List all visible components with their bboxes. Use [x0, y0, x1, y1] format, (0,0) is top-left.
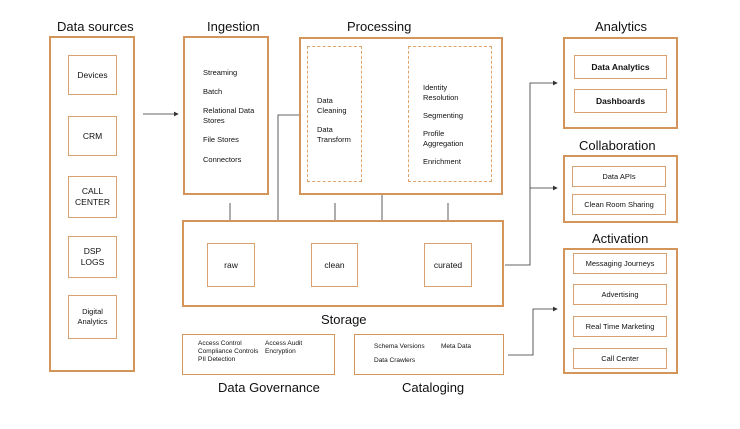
cataloging-data-crawlers: Data Crawlers: [374, 357, 416, 364]
processing-enrichment-group: [408, 46, 492, 182]
governance-encryption: Encryption: [265, 348, 296, 355]
arrow-storage-to-analytics: [505, 80, 558, 266]
source-dsp-logs[interactable]: DSP LOGS: [68, 236, 117, 278]
governance-access-control: Access Control: [198, 340, 242, 347]
collaboration-clean-room-sharing[interactable]: Clean Room Sharing: [572, 194, 666, 215]
analytics-dashboards[interactable]: Dashboards: [574, 89, 667, 113]
analytics-data-analytics[interactable]: Data Analytics: [574, 55, 667, 79]
activation-messaging-journeys[interactable]: Messaging Journeys: [573, 253, 667, 274]
storage-title: Storage: [321, 312, 367, 327]
processing-item-data-transform: Data Transform: [317, 125, 351, 144]
processing-item-profile-aggregation: Profile Aggregation: [423, 129, 464, 148]
storage-raw[interactable]: raw: [207, 243, 255, 287]
analytics-title: Analytics: [595, 19, 648, 34]
source-devices[interactable]: Devices: [68, 55, 117, 95]
cataloging-schema-versions: Schema Versions: [374, 343, 425, 350]
analytics-panel: [563, 37, 678, 129]
governance-access-audit: Access Audit: [265, 340, 303, 347]
cataloging-panel: [354, 334, 504, 375]
cataloging-meta-data: Meta Data: [441, 343, 471, 350]
processing-item-enrichment: Enrichment: [423, 157, 461, 166]
ingestion-item-relational: Relational Data Stores: [203, 106, 255, 125]
activation-call-center[interactable]: Call Center: [573, 348, 667, 369]
processing-item-identity-resolution: Identity Resolution: [423, 83, 459, 102]
processing-cleaning-group: [307, 46, 362, 182]
storage-clean[interactable]: clean: [311, 243, 358, 287]
processing-item-segmenting: Segmenting: [423, 111, 464, 120]
activation-title: Activation: [592, 231, 649, 246]
activation-real-time-marketing[interactable]: Real Time Marketing: [573, 316, 667, 337]
collaboration-title: Collaboration: [579, 138, 656, 153]
processing-title: Processing: [347, 19, 412, 34]
activation-advertising[interactable]: Advertising: [573, 284, 667, 305]
ingestion-item-connectors: Connectors: [203, 155, 242, 164]
ingestion-item-batch: Batch: [203, 87, 223, 96]
ingestion-item-streaming: Streaming: [203, 68, 238, 77]
data-governance-title: Data Governance: [218, 380, 320, 395]
data-governance-panel: [182, 334, 335, 375]
collaboration-data-apis[interactable]: Data APIs: [572, 166, 666, 187]
processing-panel: [299, 37, 503, 195]
ingestion-item-file-stores: File Stores: [203, 135, 239, 144]
data-sources-title: Data sources: [57, 19, 134, 34]
cataloging-title: Cataloging: [402, 380, 465, 395]
source-call-center[interactable]: CALL CENTER: [68, 176, 117, 218]
governance-compliance-controls: Compliance Controls: [198, 348, 259, 355]
source-crm[interactable]: CRM: [68, 116, 117, 156]
ingestion-panel: [183, 36, 269, 195]
ingestion-title: Ingestion: [207, 19, 260, 34]
source-digital-analytics[interactable]: Digital Analytics: [68, 295, 117, 339]
governance-pii-detection: PII Detection: [198, 356, 236, 363]
arrow-cataloging-to-activation: [508, 306, 558, 356]
processing-item-data-cleaning: Data Cleaning: [317, 96, 347, 115]
storage-curated[interactable]: curated: [424, 243, 472, 287]
